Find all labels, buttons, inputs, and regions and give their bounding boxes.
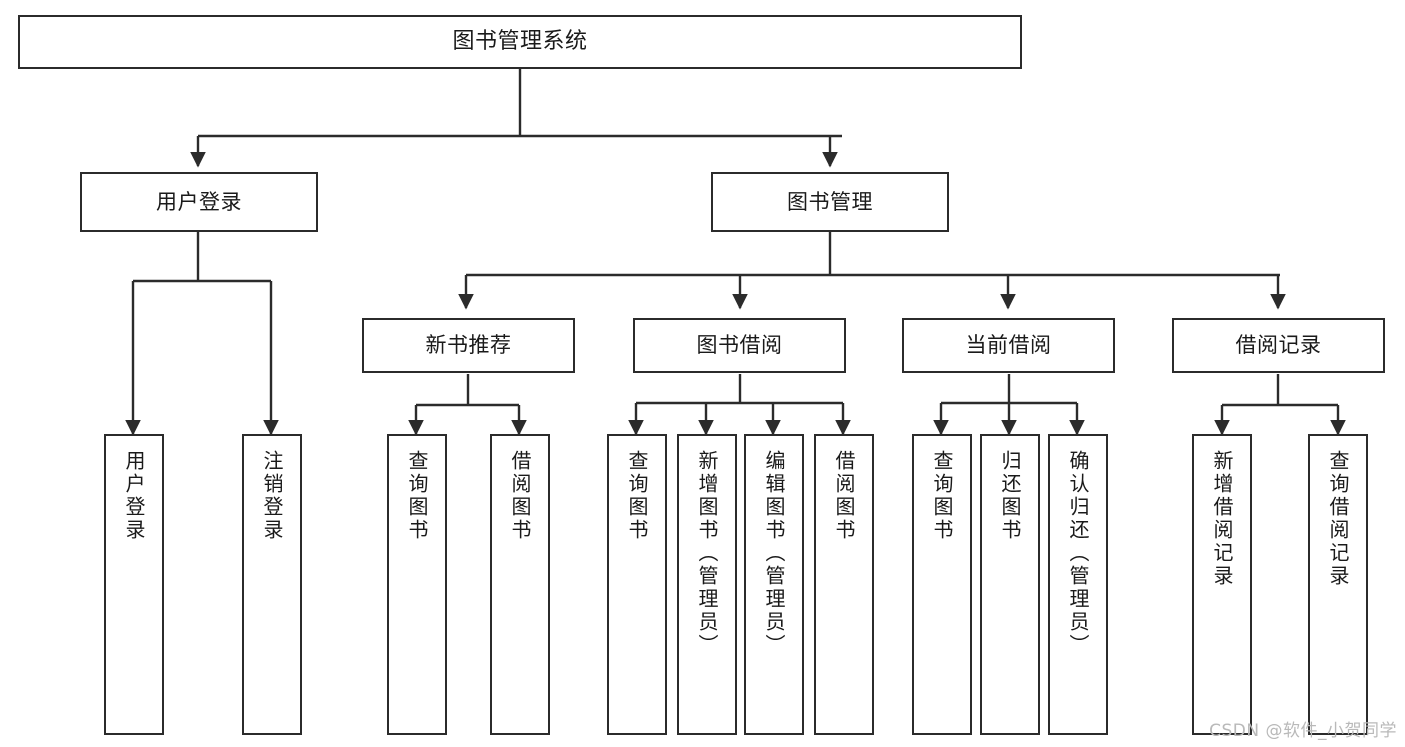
leaf-query-book-1[interactable]: 查询图书 <box>387 434 447 735</box>
node-borrow-record-label: 借阅记录 <box>1235 333 1322 358</box>
leaf-add-book[interactable]: 新增图书（管理员） <box>677 434 737 735</box>
node-current-borrow-label: 当前借阅 <box>965 333 1052 358</box>
leaf-logout[interactable]: 注销登录 <box>242 434 302 735</box>
leaf-borrow-book-2[interactable]: 借阅图书 <box>814 434 874 735</box>
node-book-borrow-label: 图书借阅 <box>696 333 783 358</box>
node-root-system[interactable]: 图书管理系统 <box>18 15 1022 69</box>
leaf-return-book[interactable]: 归还图书 <box>980 434 1040 735</box>
leaf-borrow-book-2-label: 借阅图书 <box>832 450 856 542</box>
leaf-query-book-3-label: 查询图书 <box>930 450 954 542</box>
leaf-return-book-label: 归还图书 <box>998 450 1022 542</box>
node-current-borrow[interactable]: 当前借阅 <box>902 318 1115 373</box>
leaf-user-login-label: 用户登录 <box>122 450 146 542</box>
node-user-login[interactable]: 用户登录 <box>80 172 318 232</box>
node-book-management[interactable]: 图书管理 <box>711 172 949 232</box>
leaf-edit-book[interactable]: 编辑图书（管理员） <box>744 434 804 735</box>
node-user-login-label: 用户登录 <box>156 189 242 214</box>
leaf-borrow-book-1[interactable]: 借阅图书 <box>490 434 550 735</box>
leaf-query-record[interactable]: 查询借阅记录 <box>1308 434 1368 735</box>
leaf-edit-book-label: 编辑图书（管理员） <box>762 450 786 657</box>
leaf-query-book-2[interactable]: 查询图书 <box>607 434 667 735</box>
leaf-user-login[interactable]: 用户登录 <box>104 434 164 735</box>
leaf-query-book-2-label: 查询图书 <box>625 450 649 542</box>
node-root-system-label: 图书管理系统 <box>452 29 588 55</box>
node-new-book-recommend[interactable]: 新书推荐 <box>362 318 575 373</box>
leaf-confirm-return-label: 确认归还（管理员） <box>1066 450 1090 657</box>
node-new-book-recommend-label: 新书推荐 <box>425 333 512 358</box>
leaf-borrow-book-1-label: 借阅图书 <box>508 450 532 542</box>
node-book-management-label: 图书管理 <box>787 189 873 214</box>
leaf-confirm-return[interactable]: 确认归还（管理员） <box>1048 434 1108 735</box>
node-book-borrow[interactable]: 图书借阅 <box>633 318 846 373</box>
leaf-query-book-3[interactable]: 查询图书 <box>912 434 972 735</box>
leaf-query-record-label: 查询借阅记录 <box>1326 450 1350 588</box>
leaf-add-book-label: 新增图书（管理员） <box>695 450 719 657</box>
leaf-add-record[interactable]: 新增借阅记录 <box>1192 434 1252 735</box>
node-borrow-record[interactable]: 借阅记录 <box>1172 318 1385 373</box>
leaf-logout-label: 注销登录 <box>260 450 284 542</box>
leaf-query-book-1-label: 查询图书 <box>405 450 429 542</box>
leaf-add-record-label: 新增借阅记录 <box>1210 450 1234 588</box>
